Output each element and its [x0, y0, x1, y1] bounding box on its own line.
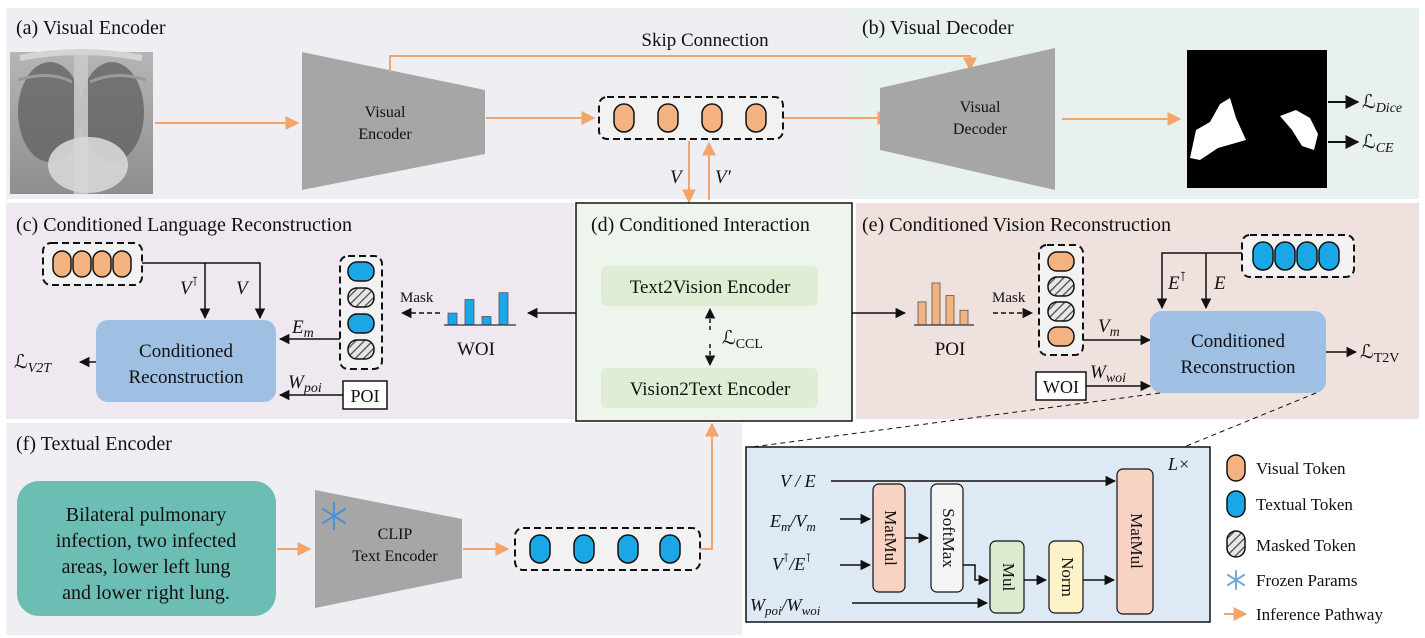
clip-text-encoder-block — [315, 490, 462, 608]
snowflake-icon — [322, 502, 346, 530]
panel-e-title: (e) Conditioned Vision Reconstruction — [862, 214, 1171, 236]
legend: Visual Token Textual Token Masked Token … — [1224, 454, 1383, 624]
visual-decoder-block — [880, 48, 1055, 190]
poi-label: POI — [935, 339, 966, 360]
report-line-3: areas, lower left lung — [62, 556, 231, 578]
detail-lx: L× — [1167, 454, 1190, 474]
panel-c-title: (c) Conditioned Language Reconstruction — [16, 214, 352, 236]
c-token-column — [339, 255, 383, 370]
legend-visual-token: Visual Token — [1256, 459, 1346, 478]
e-e-label: E — [1213, 273, 1226, 294]
woi-histogram — [444, 292, 516, 326]
norm-block — [1048, 540, 1084, 614]
legend-textual-token-swatch — [1226, 490, 1246, 518]
e-textual-token-group — [1241, 234, 1355, 278]
legend-inference-pathway: Inference Pathway — [1256, 605, 1383, 624]
v-label: V — [670, 167, 684, 188]
text2vision-encoder — [601, 266, 818, 306]
c-v-label: V — [236, 278, 250, 299]
matmul-label-1: MatMul — [881, 510, 900, 566]
poi-bar — [917, 301, 927, 326]
visual-decoder-label-2: Decoder — [953, 121, 1008, 138]
matmul-label-2: MatMul — [1127, 513, 1146, 569]
report-line-2: infection, two infected — [56, 530, 237, 552]
e-woi-label: WOI — [1043, 377, 1079, 397]
loss-ccl: ℒCCL — [722, 328, 763, 352]
segmentation-mask — [1187, 50, 1327, 188]
vision2text-label: Vision2Text Encoder — [630, 379, 791, 400]
panel-a-title: (a) Visual Encoder — [16, 17, 166, 39]
woi-bar — [447, 312, 458, 326]
text2vision-label: Text2Vision Encoder — [630, 277, 791, 298]
visual-encoder-label-1: Visual — [365, 104, 406, 121]
panel-f-title: (f) Textual Encoder — [16, 433, 172, 455]
c-vt-label: V⊺ — [180, 274, 198, 299]
detail-input-ve: V / E — [780, 471, 816, 491]
e-vm-label: Vm — [1098, 316, 1120, 340]
xray-image — [10, 49, 153, 194]
clip-label-2: Text Encoder — [352, 548, 438, 565]
legend-visual-token-swatch — [1226, 454, 1246, 482]
e-token-column — [1038, 244, 1084, 356]
c-visual-token-group — [42, 242, 143, 286]
woi-bar — [481, 316, 492, 326]
panel-b-title: (b) Visual Decoder — [862, 17, 1014, 39]
softmax-label: SoftMax — [939, 508, 958, 568]
legend-textual-token: Textual Token — [1256, 495, 1353, 514]
e-loss: ℒT2V — [1360, 342, 1399, 366]
c-recon-label-1: Conditioned — [139, 341, 233, 362]
e-mask-label: Mask — [992, 290, 1026, 306]
softmax-block — [930, 483, 964, 593]
mul-block — [989, 540, 1025, 614]
norm-label: Norm — [1058, 557, 1077, 597]
report-line-1: Bilateral pulmonary — [66, 504, 227, 526]
woi-bar — [464, 299, 475, 326]
woi-label: WOI — [457, 339, 495, 360]
poi-bar — [945, 295, 955, 326]
legend-frozen-params: Frozen Params — [1256, 571, 1358, 590]
poi-bar — [931, 282, 941, 326]
detail-input-em-vm: Em/Vm — [769, 511, 816, 534]
visual-token-group — [598, 96, 784, 140]
e-woi-box — [1035, 371, 1087, 401]
c-poi-box — [342, 380, 388, 410]
c-poi-label: POI — [350, 386, 379, 406]
poi-histogram — [914, 282, 974, 326]
c-mask-label: Mask — [400, 290, 434, 306]
skip-connection-label: Skip Connection — [641, 30, 769, 51]
mul-label: Mul — [999, 563, 1018, 592]
loss-ce: ℒCE — [1362, 132, 1394, 156]
c-recon-label-2: Reconstruction — [128, 367, 244, 388]
visual-decoder-label-1: Visual — [960, 99, 1001, 116]
e-recon-label-1: Conditioned — [1191, 331, 1285, 352]
c-conditioned-reconstruction — [96, 320, 276, 402]
e-wwoi-label: Wwoi — [1090, 362, 1126, 386]
e-conditioned-reconstruction — [1150, 311, 1326, 393]
c-wpoi-label: Wpoi — [288, 372, 322, 396]
e-recon-label-2: Reconstruction — [1180, 357, 1296, 378]
vision2text-encoder — [601, 368, 818, 408]
visual-encoder-block — [302, 52, 485, 190]
legend-snowflake-icon — [1227, 570, 1245, 590]
legend-masked-token: Masked Token — [1256, 536, 1357, 555]
visual-encoder-label-2: Encoder — [358, 126, 412, 143]
e-et-label: E⊺ — [1167, 269, 1186, 294]
clip-label-1: CLIP — [378, 526, 413, 543]
detail-input-wpoi-wwoi: Wpoi/Wwoi — [750, 595, 821, 618]
detail-input-vt-et: V⊺/E⊺ — [772, 551, 812, 574]
woi-bar — [498, 292, 509, 326]
loss-dice: ℒDice — [1362, 92, 1402, 116]
c-loss: ℒV2T — [14, 352, 52, 376]
legend-masked-token-swatch — [1226, 530, 1246, 558]
report-line-4: and lower right lung. — [62, 582, 230, 604]
poi-bar — [959, 309, 969, 326]
f-textual-token-group — [514, 527, 701, 571]
report-text-box — [17, 481, 276, 616]
v-prime-label: V′ — [715, 167, 732, 188]
c-em-label: Em — [291, 317, 314, 341]
matmul-block-2 — [1116, 468, 1154, 615]
panel-d-title: (d) Conditioned Interaction — [591, 214, 810, 236]
